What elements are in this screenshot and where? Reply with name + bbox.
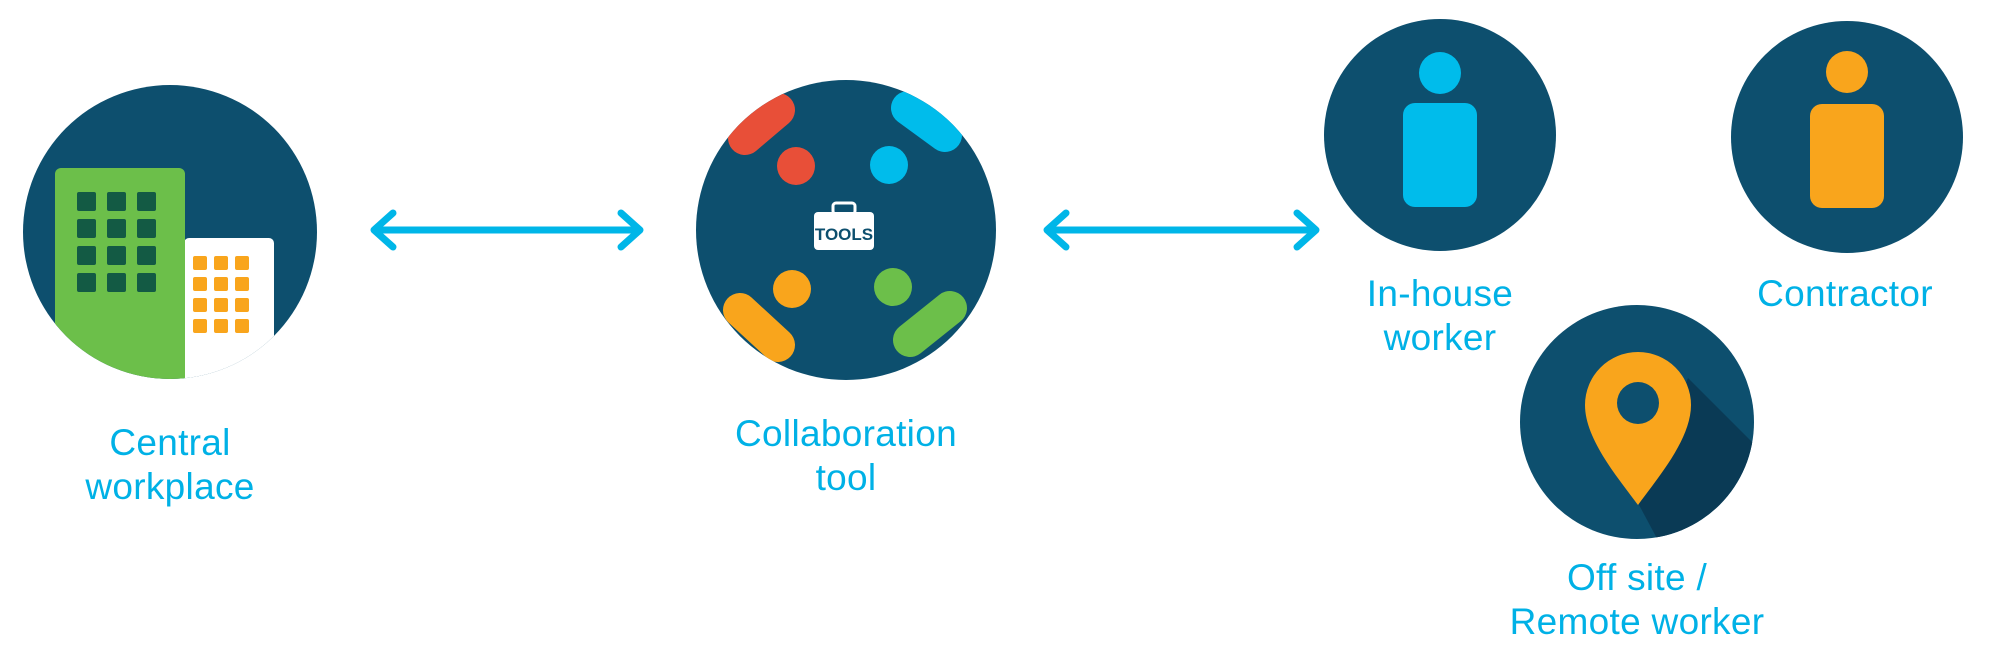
- collaboration-tool-label-line1: Collaboration: [735, 413, 957, 454]
- collaboration-tool-label-line2: tool: [815, 457, 877, 498]
- in-house-worker-label-line2: worker: [1383, 317, 1497, 358]
- central-workplace-label: Central workplace: [40, 421, 300, 509]
- in-house-worker-label: In-house worker: [1315, 272, 1565, 360]
- in-house-worker-icon: [1324, 19, 1556, 251]
- toolbox-icon: TOOLS: [696, 80, 996, 380]
- in-house-worker-label-line1: In-house: [1366, 273, 1514, 314]
- central-workplace-label-line2: workplace: [85, 466, 255, 507]
- contractor-label-line1: Contractor: [1757, 273, 1933, 314]
- location-pin-icon: [1520, 305, 1754, 539]
- contractor-icon: [1731, 21, 1963, 253]
- collaboration-tool-label: Collaboration tool: [696, 412, 996, 500]
- remote-worker-label-line1: Off site /: [1566, 557, 1708, 598]
- bidirectional-arrow-right: [1043, 209, 1320, 251]
- contractor-label: Contractor: [1715, 272, 1975, 316]
- central-workplace-label-line1: Central: [109, 422, 231, 463]
- toolbox-badge-text: TOOLS: [815, 225, 873, 244]
- remote-worker-label-line2: Remote worker: [1509, 601, 1765, 642]
- bidirectional-arrow-left: [370, 209, 644, 251]
- remote-worker-label: Off site / Remote worker: [1487, 556, 1787, 644]
- building-icon: [23, 85, 317, 379]
